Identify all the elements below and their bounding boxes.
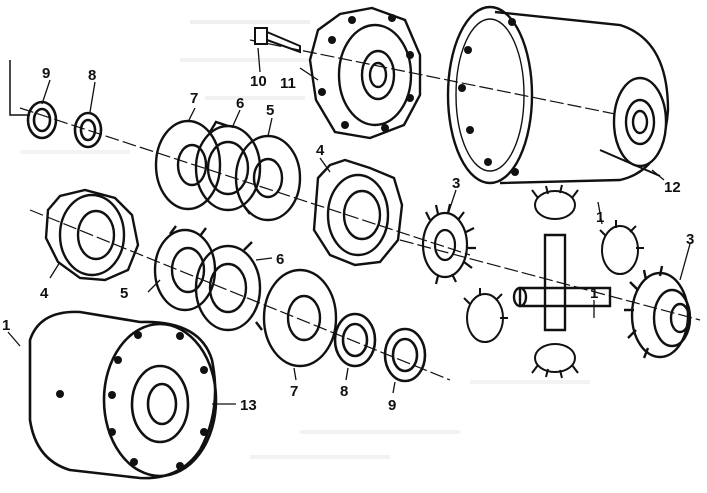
washer-9-top (26, 100, 58, 140)
callout-6-bottom: 6 (276, 251, 284, 268)
side-gear-3-center (421, 203, 476, 285)
washer-9-bottom (383, 327, 427, 383)
thrust-plate-7-bottom (262, 268, 338, 368)
callout-labels: 9 8 7 6 5 10 11 4 3 1 3 1 12 4 5 6 7 8 9… (2, 65, 694, 414)
callout-7-bottom: 7 (290, 383, 298, 400)
bolt-10 (254, 27, 301, 54)
callout-13: 13 (240, 397, 257, 414)
housing-12 (446, 5, 670, 185)
leader-lines (7, 47, 691, 405)
callout-1-case: 1 (2, 317, 10, 334)
side-gear-3-right (624, 265, 692, 359)
pinion-gear-top (531, 184, 579, 220)
bleed-through-background (20, 20, 590, 459)
callout-7-top: 7 (190, 90, 198, 107)
callout-5-top: 5 (266, 102, 274, 119)
callout-8-top: 8 (88, 67, 96, 84)
pressure-ring-4-top (312, 158, 404, 267)
callout-3-center: 3 (452, 175, 460, 192)
callout-9-top: 9 (42, 65, 50, 82)
callout-8-bottom: 8 (340, 383, 348, 400)
callout-6-top: 6 (236, 95, 244, 112)
pressure-ring-4-left (44, 188, 140, 282)
spider-shaft-1 (512, 233, 612, 332)
callout-9-bottom: 9 (388, 397, 396, 414)
pinion-gear-left (463, 288, 508, 343)
callout-10: 10 (250, 73, 267, 90)
callout-5-bottom: 5 (120, 285, 128, 302)
callout-2: 1 (596, 209, 604, 226)
callout-1-shaft: 1 (590, 285, 598, 302)
flange-cover-11 (308, 6, 422, 140)
washer-8-top (73, 111, 103, 149)
friction-disc-6-bottom (194, 241, 263, 332)
callout-3-right: 3 (686, 231, 694, 248)
pinion-gear-right (599, 220, 644, 275)
callout-11: 11 (280, 75, 296, 92)
callout-4-top: 4 (316, 142, 325, 159)
bracket-9 (9, 60, 30, 116)
clutch-disc-5-bottom (153, 225, 217, 312)
pinion-gear-bottom (531, 343, 579, 379)
callout-12: 12 (664, 179, 681, 196)
callout-4-left: 4 (40, 285, 49, 302)
washer-8-bottom (333, 312, 377, 368)
differential-case-13 (28, 310, 218, 480)
